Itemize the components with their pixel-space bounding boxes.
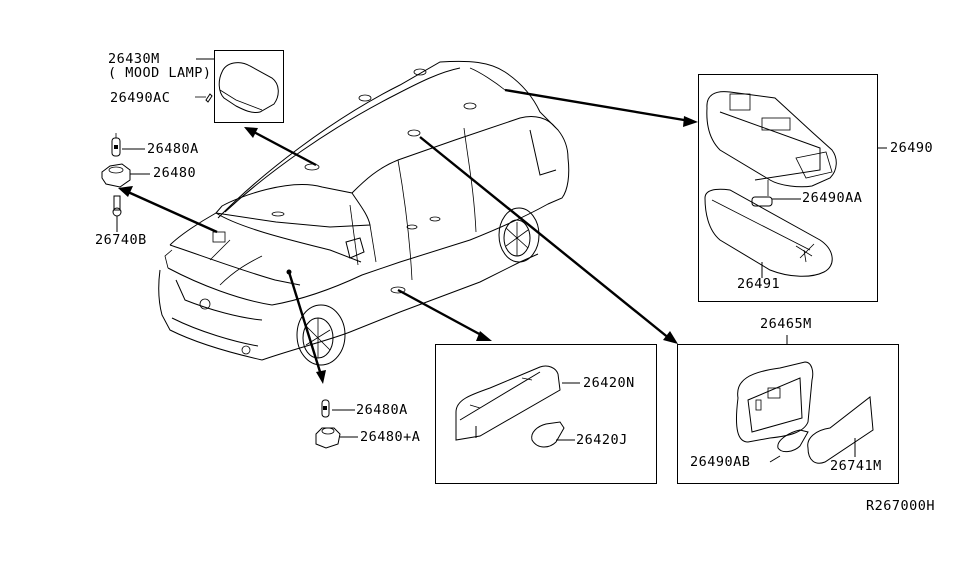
part-label-26490AB[interactable]: 26490AB — [690, 454, 751, 470]
part-label-26480A-front[interactable]: 26480A — [147, 141, 199, 157]
part-label-26741M[interactable]: 26741M — [830, 458, 882, 474]
door-lamp-drawing — [455, 365, 580, 448]
map-lamp-drawing — [704, 91, 887, 278]
part-label-26490[interactable]: 26490 — [890, 140, 934, 156]
lower-lamp-drawing — [315, 399, 358, 449]
mood-lamp-detail-box — [214, 50, 284, 123]
room-lamp-drawing — [735, 335, 874, 464]
part-label-26480A-lower[interactable]: 26480A — [356, 402, 408, 418]
map-lamp-detail-box — [698, 74, 878, 302]
room-lamp-detail-box — [677, 344, 899, 484]
part-label-26420N[interactable]: 26420N — [583, 375, 635, 391]
part-label-26490AA[interactable]: 26490AA — [802, 190, 863, 206]
part-label-26480[interactable]: 26480 — [153, 165, 197, 181]
part-label-26740B[interactable]: 26740B — [95, 232, 147, 248]
vehicle-illustration — [158, 60, 570, 366]
part-label-26465M[interactable]: 26465M — [760, 316, 812, 332]
front-lamp-drawing — [101, 133, 150, 232]
part-label-26491[interactable]: 26491 — [737, 276, 781, 292]
part-description-mood-lamp: ( MOOD LAMP) — [108, 65, 212, 81]
part-label-26430M[interactable]: 26430M — [108, 51, 160, 67]
leader-arrows — [118, 88, 698, 384]
mood-lamp-drawing — [195, 58, 279, 113]
door-lamp-detail-box — [435, 344, 657, 484]
part-label-26480+A[interactable]: 26480+A — [360, 429, 421, 445]
part-label-26490AC[interactable]: 26490AC — [110, 90, 171, 106]
diagram-reference-code: R267000H — [866, 498, 936, 514]
part-label-26420J[interactable]: 26420J — [576, 432, 628, 448]
